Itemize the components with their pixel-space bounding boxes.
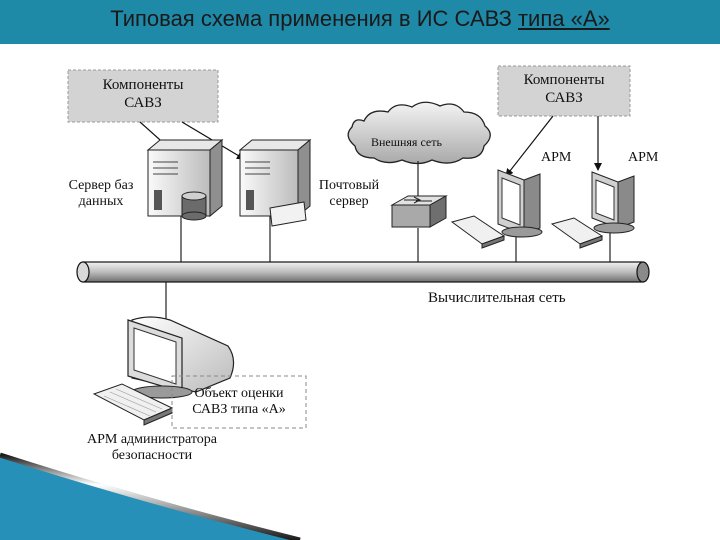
db-server-icon [146,138,224,221]
components-left-line-1: Компоненты [102,77,184,93]
external-network-cloud [347,101,491,165]
object-line-1: Объект оценки [194,386,284,401]
components-label-left: Компоненты САВЗ [68,76,218,112]
mail-server-label: Почтовый сервер [308,178,390,210]
arm-1-label: АРМ [541,150,572,165]
title-underlined: типа «А» [517,6,610,31]
db-server-label: Сервер баз данных [54,178,148,210]
components-right-line-1: Компоненты [523,72,605,88]
db-server-line-1: Сервер баз [68,178,134,193]
arm-2-label: АРМ [628,150,659,165]
components-box-left [67,69,219,123]
network-switch-icon [390,195,448,228]
slide-title: Типовая схема применения в ИС САВЗ типа … [0,6,720,32]
mail-server-line-2: сервер [329,194,369,209]
components-label-right: Компоненты САВЗ [498,71,630,107]
title-bar [0,0,720,44]
admin-line-2: безопасности [111,448,193,463]
network-bus [76,261,650,283]
connection-lines [165,161,611,330]
admin-label: АРМ администратора безопасности [62,432,242,464]
components-right-line-2: САВЗ [545,90,583,106]
workstation-1-icon [450,169,543,249]
external-network-label: Внешняя сеть [371,135,442,149]
db-server-line-2: данных [78,194,124,209]
components-left-line-2: САВЗ [124,95,162,111]
network-label: Вычислительная сеть [428,290,566,306]
object-line-2: САВЗ типа «А» [192,402,286,417]
admin-workstation-icon [92,316,235,426]
title-main: Типовая схема применения в ИС САВЗ [110,6,518,31]
object-label: Объект оценки САВЗ типа «А» [172,386,306,418]
mail-server-line-1: Почтовый [318,178,380,193]
mail-server-icon [238,138,312,227]
components-box-right [497,65,631,117]
admin-line-1: АРМ администратора [86,432,218,447]
object-dashed-box [171,375,307,429]
workstation-2-icon [550,171,635,249]
corner-swoosh [0,452,301,540]
